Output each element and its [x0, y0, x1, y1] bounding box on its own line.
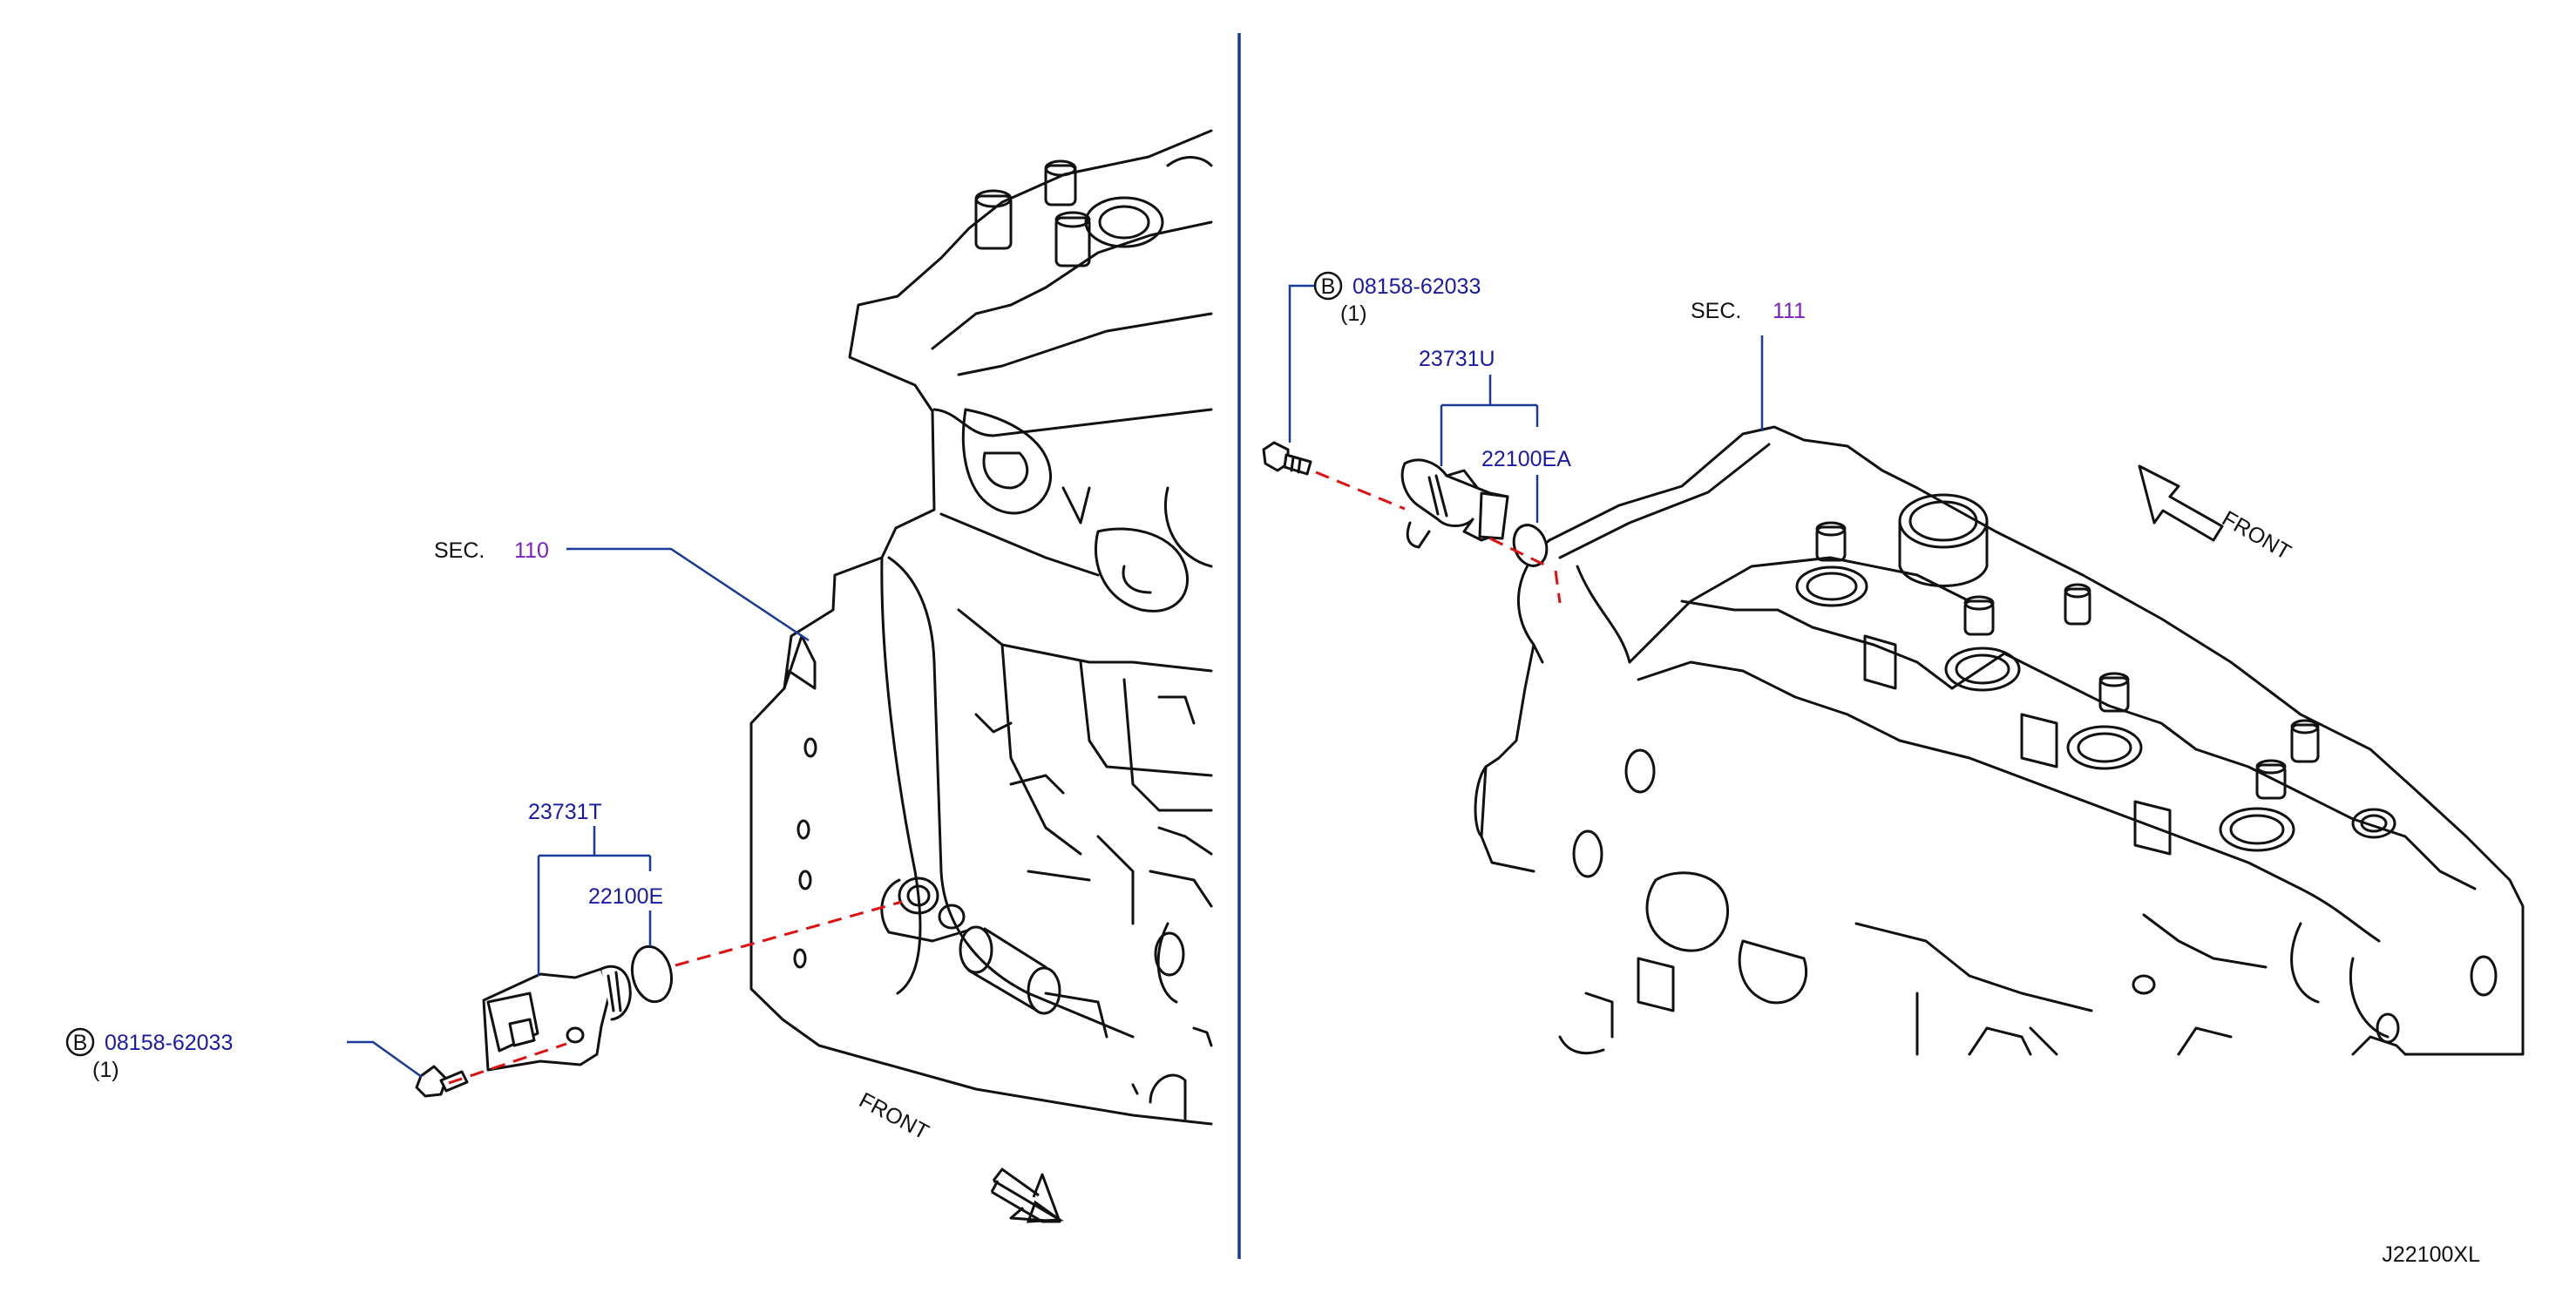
section-number[interactable]: 110: [514, 538, 549, 563]
front-arrow-icon: [990, 1167, 1065, 1223]
seal-part-number[interactable]: 22100EA: [1481, 447, 1571, 471]
mounting-axis-line: [1554, 570, 1562, 604]
mounting-bolt: [415, 1065, 469, 1098]
section-prefix: SEC.: [434, 538, 485, 563]
bolt-quantity: (1): [92, 1058, 119, 1082]
bolt-quantity: (1): [1340, 301, 1367, 326]
mounting-bolt: [1262, 441, 1312, 476]
front-arrow-icon: [2138, 464, 2224, 542]
section-prefix: SEC.: [1691, 299, 1741, 323]
cylinder-head-illustration: [1474, 425, 2525, 1056]
mounting-axis-line: [675, 900, 903, 967]
camshaft-position-sensor: [1400, 458, 1509, 549]
section-number[interactable]: 111: [1773, 299, 1806, 323]
bolt-marker-circle: [65, 1027, 95, 1057]
front-direction-label: FRONT: [2218, 506, 2295, 565]
mounting-axis-line: [1489, 537, 1549, 568]
mounting-axis-line: [1315, 470, 1406, 511]
diagram-id: J22100XL: [2382, 1242, 2480, 1267]
sensor-part-number[interactable]: 23731T: [528, 800, 602, 824]
bolt-marker-circle: [1313, 271, 1343, 301]
sensor-part-number[interactable]: 23731U: [1419, 347, 1495, 371]
leader-line: [1440, 375, 1539, 466]
seal-oring: [630, 944, 674, 1004]
engine-block-illustration: [749, 129, 1213, 1126]
leader-line: [566, 547, 810, 642]
leader-line: [537, 826, 652, 976]
mounting-axis-line: [448, 1042, 567, 1085]
crankshaft-position-sensor: [482, 965, 632, 1072]
seal-part-number[interactable]: 22100E: [588, 884, 663, 909]
leader-line: [1288, 284, 1314, 443]
bolt-marker: B: [73, 1031, 88, 1055]
bolt-part-number[interactable]: 08158-62033: [105, 1031, 233, 1055]
leader-line: [347, 1040, 423, 1079]
bolt-part-number[interactable]: 08158-62033: [1352, 274, 1481, 299]
bolt-marker: B: [1321, 274, 1336, 299]
front-direction-label: FRONT: [855, 1088, 932, 1145]
seal-oring: [1512, 524, 1549, 567]
